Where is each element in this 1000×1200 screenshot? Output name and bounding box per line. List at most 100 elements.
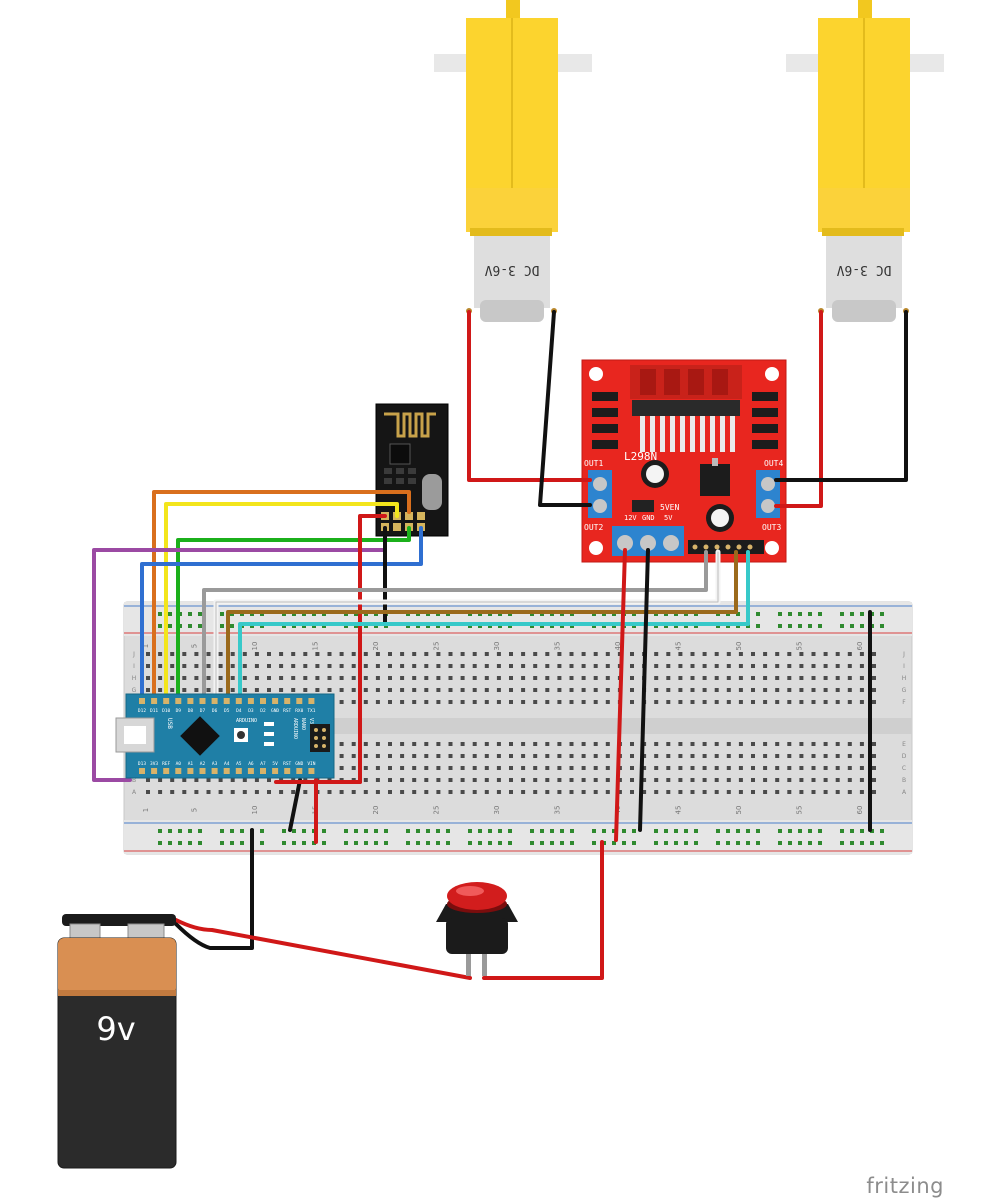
breadboard-hole[interactable] bbox=[787, 676, 792, 680]
breadboard-hole[interactable] bbox=[726, 754, 731, 758]
breadboard-hole[interactable] bbox=[170, 688, 175, 692]
breadboard-hole[interactable] bbox=[605, 778, 610, 782]
breadboard-hole[interactable] bbox=[666, 778, 671, 782]
nano-pin[interactable] bbox=[175, 768, 182, 774]
breadboard-hole[interactable] bbox=[666, 754, 671, 758]
breadboard-hole[interactable] bbox=[726, 652, 731, 656]
breadboard-hole[interactable] bbox=[726, 766, 731, 770]
breadboard-hole[interactable] bbox=[557, 700, 562, 704]
nano-pin[interactable] bbox=[247, 698, 254, 704]
rail-hole[interactable] bbox=[446, 829, 450, 833]
breadboard-hole[interactable] bbox=[872, 754, 876, 758]
breadboard-hole[interactable] bbox=[279, 652, 284, 656]
breadboard-hole[interactable] bbox=[509, 766, 513, 770]
breadboard-hole[interactable] bbox=[654, 688, 659, 692]
breadboard-hole[interactable] bbox=[242, 688, 247, 692]
breadboard-hole[interactable] bbox=[811, 676, 816, 680]
breadboard-hole[interactable] bbox=[375, 742, 380, 746]
breadboard-hole[interactable] bbox=[315, 676, 320, 680]
breadboard-hole[interactable] bbox=[630, 742, 634, 746]
breadboard-hole[interactable] bbox=[218, 778, 223, 782]
breadboard-hole[interactable] bbox=[605, 754, 610, 758]
breadboard-hole[interactable] bbox=[496, 700, 501, 704]
breadboard-hole[interactable] bbox=[448, 790, 453, 794]
breadboard-hole[interactable] bbox=[835, 754, 840, 758]
rail-hole[interactable] bbox=[158, 841, 162, 845]
breadboard-hole[interactable] bbox=[375, 676, 380, 680]
rail-hole[interactable] bbox=[178, 841, 182, 845]
breadboard-hole[interactable] bbox=[375, 778, 380, 782]
breadboard-hole[interactable] bbox=[351, 652, 356, 656]
breadboard-hole[interactable] bbox=[412, 700, 417, 704]
breadboard-hole[interactable] bbox=[484, 676, 489, 680]
breadboard-hole[interactable] bbox=[569, 766, 574, 770]
breadboard-hole[interactable] bbox=[460, 742, 465, 746]
breadboard-hole[interactable] bbox=[363, 754, 368, 758]
rail-hole[interactable] bbox=[632, 829, 636, 833]
breadboard-hole[interactable] bbox=[412, 688, 417, 692]
breadboard-hole[interactable] bbox=[363, 766, 368, 770]
breadboard-hole[interactable] bbox=[847, 742, 852, 746]
breadboard-hole[interactable] bbox=[690, 688, 695, 692]
breadboard-hole[interactable] bbox=[581, 700, 586, 704]
rail-hole[interactable] bbox=[850, 612, 854, 616]
rail-hole[interactable] bbox=[468, 829, 472, 833]
breadboard-hole[interactable] bbox=[448, 766, 453, 770]
breadboard-hole[interactable] bbox=[799, 652, 804, 656]
rail-hole[interactable] bbox=[818, 624, 822, 628]
rail-hole[interactable] bbox=[498, 841, 502, 845]
rail-hole[interactable] bbox=[694, 829, 698, 833]
breadboard-hole[interactable] bbox=[859, 790, 864, 794]
breadboard-hole[interactable] bbox=[412, 790, 417, 794]
breadboard-hole[interactable] bbox=[714, 790, 719, 794]
breadboard-hole[interactable] bbox=[787, 652, 792, 656]
rail-hole[interactable] bbox=[416, 829, 420, 833]
breadboard-hole[interactable] bbox=[521, 676, 526, 680]
breadboard-hole[interactable] bbox=[315, 652, 320, 656]
breadboard-hole[interactable] bbox=[521, 778, 526, 782]
breadboard-hole[interactable] bbox=[545, 742, 550, 746]
rail-hole[interactable] bbox=[622, 829, 626, 833]
rail-hole[interactable] bbox=[684, 829, 688, 833]
breadboard-hole[interactable] bbox=[363, 742, 368, 746]
breadboard-hole[interactable] bbox=[738, 652, 743, 656]
push-button[interactable] bbox=[436, 882, 518, 976]
rail-hole[interactable] bbox=[406, 829, 410, 833]
breadboard-hole[interactable] bbox=[146, 778, 150, 782]
breadboard-hole[interactable] bbox=[835, 664, 840, 668]
rail-hole[interactable] bbox=[870, 829, 874, 833]
breadboard-hole[interactable] bbox=[593, 688, 598, 692]
breadboard-hole[interactable] bbox=[146, 652, 150, 656]
breadboard-hole[interactable] bbox=[654, 700, 659, 704]
rail-hole[interactable] bbox=[798, 612, 802, 616]
rail-hole[interactable] bbox=[840, 612, 844, 616]
breadboard-hole[interactable] bbox=[823, 664, 828, 668]
breadboard-hole[interactable] bbox=[339, 700, 344, 704]
breadboard-hole[interactable] bbox=[714, 778, 719, 782]
breadboard-hole[interactable] bbox=[230, 664, 235, 668]
breadboard-hole[interactable] bbox=[388, 676, 392, 680]
breadboard-hole[interactable] bbox=[714, 700, 719, 704]
breadboard-hole[interactable] bbox=[799, 688, 804, 692]
breadboard-hole[interactable] bbox=[496, 652, 501, 656]
breadboard-hole[interactable] bbox=[351, 742, 356, 746]
breadboard-hole[interactable] bbox=[581, 652, 586, 656]
breadboard-hole[interactable] bbox=[484, 688, 489, 692]
breadboard-hole[interactable] bbox=[388, 700, 392, 704]
breadboard-hole[interactable] bbox=[448, 778, 453, 782]
breadboard-hole[interactable] bbox=[339, 790, 344, 794]
nano-pin[interactable] bbox=[284, 698, 291, 704]
breadboard-hole[interactable] bbox=[690, 652, 695, 656]
breadboard-hole[interactable] bbox=[436, 652, 441, 656]
rail-hole[interactable] bbox=[788, 829, 792, 833]
nano-pin[interactable] bbox=[272, 768, 279, 774]
breadboard-hole[interactable] bbox=[859, 766, 864, 770]
breadboard-hole[interactable] bbox=[436, 688, 441, 692]
breadboard-hole[interactable] bbox=[751, 652, 755, 656]
breadboard-hole[interactable] bbox=[484, 754, 489, 758]
breadboard-hole[interactable] bbox=[424, 664, 429, 668]
breadboard-hole[interactable] bbox=[460, 652, 465, 656]
breadboard-hole[interactable] bbox=[581, 778, 586, 782]
breadboard-hole[interactable] bbox=[230, 778, 235, 782]
breadboard-hole[interactable] bbox=[363, 688, 368, 692]
